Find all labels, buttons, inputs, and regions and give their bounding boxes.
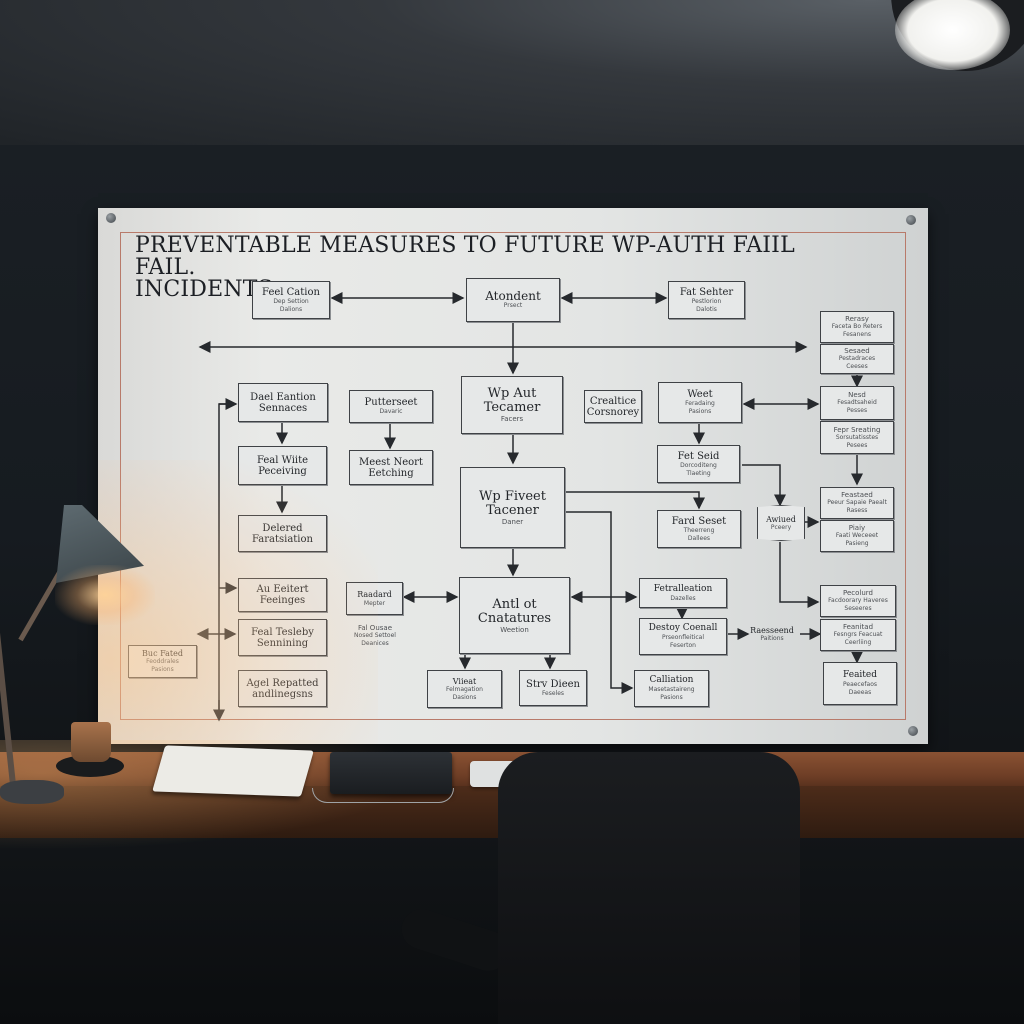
node-crealtice: Crealtice Corsnorey — [584, 390, 642, 423]
node-delered: Delered Faratsiation — [238, 515, 327, 552]
node-fet-seid: Fet Seid Dorcoditeng Tlaeting — [657, 445, 740, 483]
node-meest-neort: Meest Neort Eetching — [349, 450, 433, 485]
node-right-1: Rerasy Faceta Bo Reters Fesanens — [820, 311, 894, 343]
node-wp-fiveet: Wp Fiveet Tacener Daner — [460, 467, 565, 548]
node-right-4: Fepr Sreating Sorsutatisstes Pesees — [820, 421, 894, 454]
node-awiued: Awiued Pceery — [757, 505, 805, 541]
node-strv-dieen: Strv Dieen Feseles — [519, 670, 587, 706]
node-raesseend: Raesseend Paitions — [750, 625, 794, 642]
cup — [71, 722, 111, 762]
node-right-6: Piaiy Faati Weceeet Pasieng — [820, 520, 894, 552]
node-atondent: Atondent Prsect — [466, 278, 560, 322]
node-fat-sehter: Fat Sehter Pestlorion Dalotis — [668, 281, 745, 319]
node-raadard: Raadard Mepter — [346, 582, 403, 615]
node-au-eeitert: Au Eeitert Feeinges — [238, 578, 327, 612]
node-right-3: Nesd Fesadtsaheid Pesses — [820, 386, 894, 420]
pin-icon — [908, 726, 918, 736]
node-dael-eantion: Dael Eantion Sennaces — [238, 383, 328, 422]
pin-icon — [106, 213, 116, 223]
node-calliation: Calliation Masetastaireng Pasions — [634, 670, 709, 707]
board-title: PREVENTABLE MEASURES TO FUTURE WP-AUTH F… — [135, 235, 835, 301]
node-right-8: Feanitad Fesngrs Feacuat Ceerliing — [820, 619, 896, 651]
node-feal-tesleby: Feal Tesleby Sennining — [238, 619, 327, 656]
desk-lamp-base — [0, 780, 64, 804]
node-right-9: Feaited Peaecefaos Daeeas — [823, 662, 897, 705]
node-viieat: Viieat Felmagation Dasions — [427, 670, 502, 708]
node-fetralleation: Fetralleation Dazelles — [639, 578, 727, 608]
node-weet: Weet Feradaing Pasions — [658, 382, 742, 423]
node-feel-cation: Feel Cation Dep Settion Dalions — [252, 281, 330, 319]
office-chair — [498, 752, 800, 1024]
node-destoy-coenall: Destoy Coenall Prseonfleitical Feserton — [639, 618, 727, 655]
board-title-line-1: PREVENTABLE MEASURES TO FUTURE WP-AUTH F… — [135, 233, 795, 280]
pin-icon — [906, 215, 916, 225]
coaster — [56, 755, 124, 777]
node-wp-aut: Wp Aut Tecamer Facers — [461, 376, 563, 434]
node-buc-fated: Buc Fated Feoddrales Pasions — [128, 645, 197, 678]
external-drive — [330, 752, 452, 794]
node-fard-seset: Fard Seset Theerreng Dallees — [657, 510, 741, 548]
board-title-line-2: INCIDENTS: — [135, 277, 281, 302]
node-putterseet: Putterseet Davaric — [349, 390, 433, 423]
node-antl-ot: Antl ot Cnatatures Weetion — [459, 577, 570, 654]
desk-lamp-light — [55, 565, 155, 625]
cable — [312, 788, 454, 803]
node-agel-repatted: Agel Repatted andlinegsns — [238, 670, 327, 707]
node-feal-wiite: Feal Wiite Peceiving — [238, 446, 327, 485]
notebook — [152, 745, 314, 797]
ceiling-wall — [0, 0, 1024, 150]
node-right-7: Pecolurd Facdoorary Haveres Seseeres — [820, 585, 896, 617]
node-fal-ousae: Fal Ousae Nosed Settoel Deanices — [354, 624, 396, 647]
node-right-2: Sesaed Pestadraces Ceeses — [820, 344, 894, 374]
node-right-5: Feastaed Peeur Sapaie Paealt Rasess — [820, 487, 894, 519]
ceiling-lamp-light — [895, 0, 1010, 70]
